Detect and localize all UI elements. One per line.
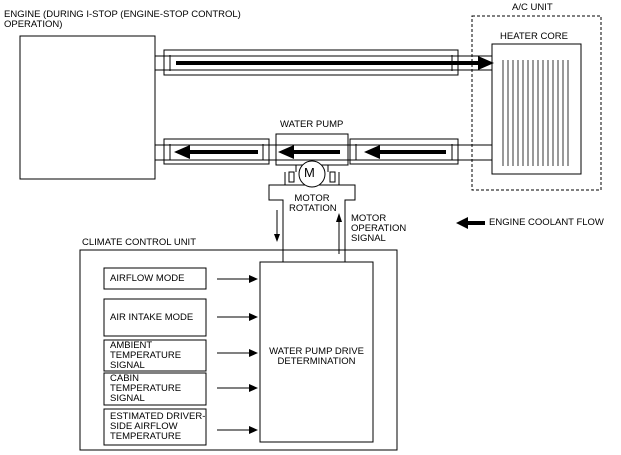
input-air-intake-mode: AIR INTAKE MODE: [110, 311, 194, 323]
climate-control-unit-label: CLIMATE CONTROL UNIT: [82, 237, 197, 248]
engine-box: [19, 35, 156, 180]
motor-rotation-label: MOTOR ROTATION: [289, 193, 337, 214]
motor-symbol: M: [304, 165, 315, 180]
input-cabin-temperature: CABIN TEMPERATURE SIGNAL: [110, 373, 182, 404]
coolant-flow-legend-arrowhead: [456, 217, 468, 229]
heater-core-box: [491, 43, 582, 175]
bottom-flow-arrowhead-right: [364, 145, 380, 159]
input-arrows: [217, 278, 252, 431]
drive-determination-label: WATER PUMP DRIVE DETERMINATION: [269, 346, 364, 367]
bottom-flow-arrowhead-left: [174, 145, 190, 159]
bottom-flow-arrowhead-middle: [278, 145, 294, 159]
input-box-cabin-temperature: [103, 372, 207, 406]
top-flow-arrowhead: [478, 56, 494, 70]
engine-label: ENGINE (DURING I-STOP (ENGINE-STOP CONTR…: [4, 9, 241, 30]
heater-core-fins: [502, 60, 569, 166]
motor: [284, 160, 340, 188]
input-box-air-intake-mode: [103, 298, 207, 337]
engine-coolant-flow-label: ENGINE COOLANT FLOW: [489, 217, 604, 228]
input-arrowheads: [249, 275, 258, 434]
top-pipe: [155, 49, 492, 76]
ac-unit-label: A/C UNIT: [512, 2, 553, 13]
input-box-estimated-driver-side: [103, 408, 207, 446]
input-ambient-temperature: AMBIENT TEMPERATURE SIGNAL: [110, 339, 182, 371]
motor-operation-signal-label: MOTOR OPERATION SIGNAL: [351, 213, 407, 244]
input-box-airflow-mode: [103, 267, 207, 290]
water-pump-label: WATER PUMP: [280, 119, 344, 130]
climate-control-unit-box: [79, 249, 398, 451]
motor-rotation-arrowhead: [274, 234, 280, 242]
signal-wires: [268, 184, 356, 262]
motor-operation-arrowhead: [336, 213, 342, 222]
bottom-pipe: [155, 133, 492, 166]
drive-determination-box: [259, 261, 374, 443]
heater-core-label: HEATER CORE: [500, 31, 568, 42]
ac-unit-box: [471, 15, 602, 191]
input-box-ambient-temperature: [103, 339, 207, 372]
input-estimated-driver-side: ESTIMATED DRIVER- SIDE AIRFLOW TEMPERATU…: [110, 411, 206, 442]
input-airflow-mode: AIRFLOW MODE: [110, 272, 185, 284]
